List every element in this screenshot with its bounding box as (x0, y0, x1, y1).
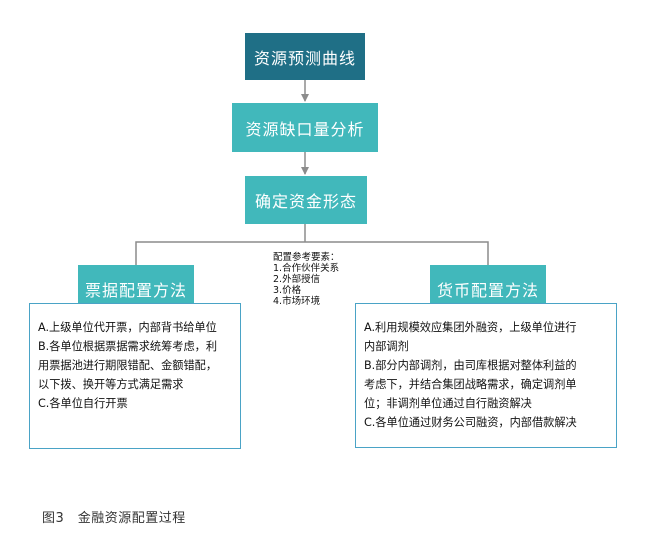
step-resource-forecast-label: 资源预测曲线 (253, 48, 356, 68)
step-resource-forecast: 资源预测曲线 (245, 33, 365, 80)
right-method-line: B.部分内部调剂，由司库根据对整体利益的 (364, 359, 577, 372)
right-method-line: A.利用规模效应集团外融资，上级单位进行 (364, 321, 577, 334)
reference-factors: 配置参考要素： 1.合作伙伴关系 2.外部授信 3.价格 4.市场环境 (273, 252, 340, 307)
reference-factor-item: 2.外部授信 (273, 274, 321, 285)
step-fund-form-label: 确定资金形态 (254, 192, 357, 211)
reference-factor-item: 4.市场环境 (273, 296, 321, 307)
branch-connector (135, 241, 489, 265)
left-method-line: 用票据池进行期限错配、金额错配， (38, 359, 218, 372)
left-method-line: B.各单位根据票据需求统筹考虑，利 (38, 340, 218, 353)
figure-caption: 图3 金融资源配置过程 (42, 511, 186, 526)
right-method-line: 位；非调剂单位通过自行融资解决 (364, 397, 532, 410)
left-method-title-label: 票据配置方法 (84, 281, 187, 300)
right-method-line: C.各单位通过财务公司融资，内部借款解决 (364, 416, 577, 429)
step-gap-analysis-label: 资源缺口量分析 (245, 119, 365, 139)
step-gap-analysis: 资源缺口量分析 (232, 103, 378, 152)
right-method-line: 内部调剂 (364, 340, 409, 353)
right-method-title-label: 货币配置方法 (436, 281, 539, 300)
reference-factor-item: 1.合作伙伴关系 (273, 263, 340, 274)
step-fund-form: 确定资金形态 (245, 176, 367, 224)
left-method-line: 以下拨、换开等方式满足需求 (38, 378, 184, 391)
reference-factors-title: 配置参考要素： (273, 252, 340, 263)
left-method-panel: A.上级单位代开票，内部背书给单位 B.各单位根据票据需求统筹考虑，利 用票据池… (29, 303, 241, 449)
left-method-line: C.各单位自行开票 (38, 397, 128, 410)
right-method-line: 考虑下，并结合集团战略需求，确定调剂单 (364, 378, 577, 391)
left-method-line: A.上级单位代开票，内部背书给单位 (38, 321, 217, 334)
reference-factor-item: 3.价格 (273, 285, 302, 296)
right-method-panel: A.利用规模效应集团外融资，上级单位进行 内部调剂 B.部分内部调剂，由司库根据… (355, 303, 617, 448)
